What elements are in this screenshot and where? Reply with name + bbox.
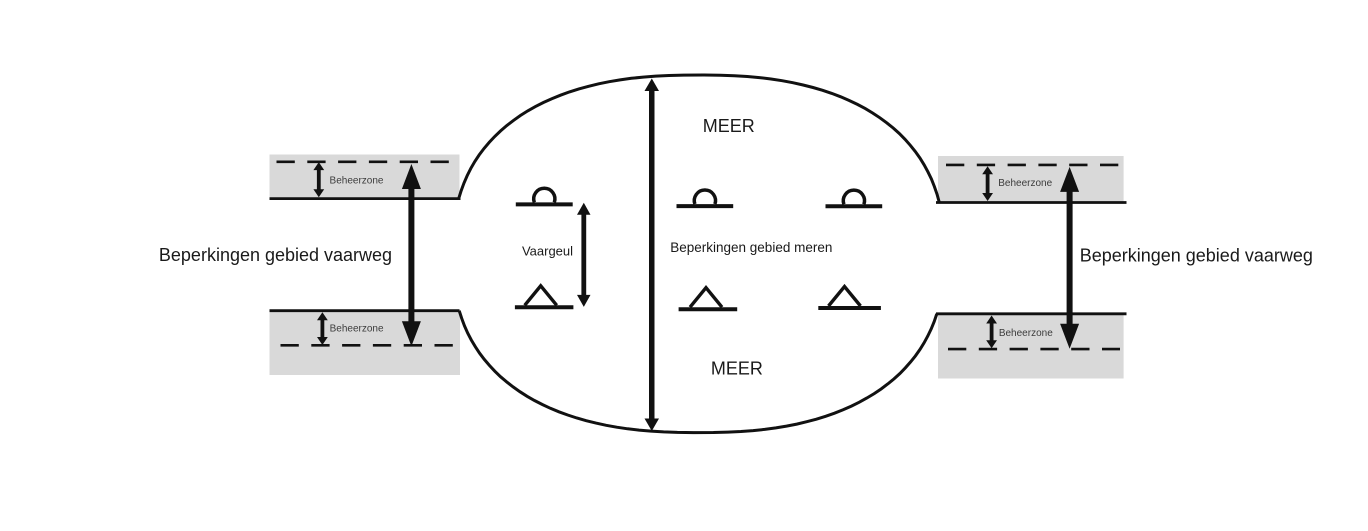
svg-text:MEER: MEER [711,359,763,379]
svg-text:Beheerzone: Beheerzone [330,175,384,186]
svg-text:Beheerzone: Beheerzone [999,328,1053,339]
svg-text:Vaargeul: Vaargeul [522,244,573,259]
svg-text:Beperkingen gebied vaarweg: Beperkingen gebied vaarweg [1080,246,1313,266]
svg-text:Beperkingen gebied meren: Beperkingen gebied meren [670,240,832,255]
svg-text:MEER: MEER [703,116,755,136]
svg-text:Beheerzone: Beheerzone [998,178,1052,189]
svg-text:Beperkingen gebied vaarweg: Beperkingen gebied vaarweg [159,245,392,265]
svg-text:Beheerzone: Beheerzone [330,324,384,335]
